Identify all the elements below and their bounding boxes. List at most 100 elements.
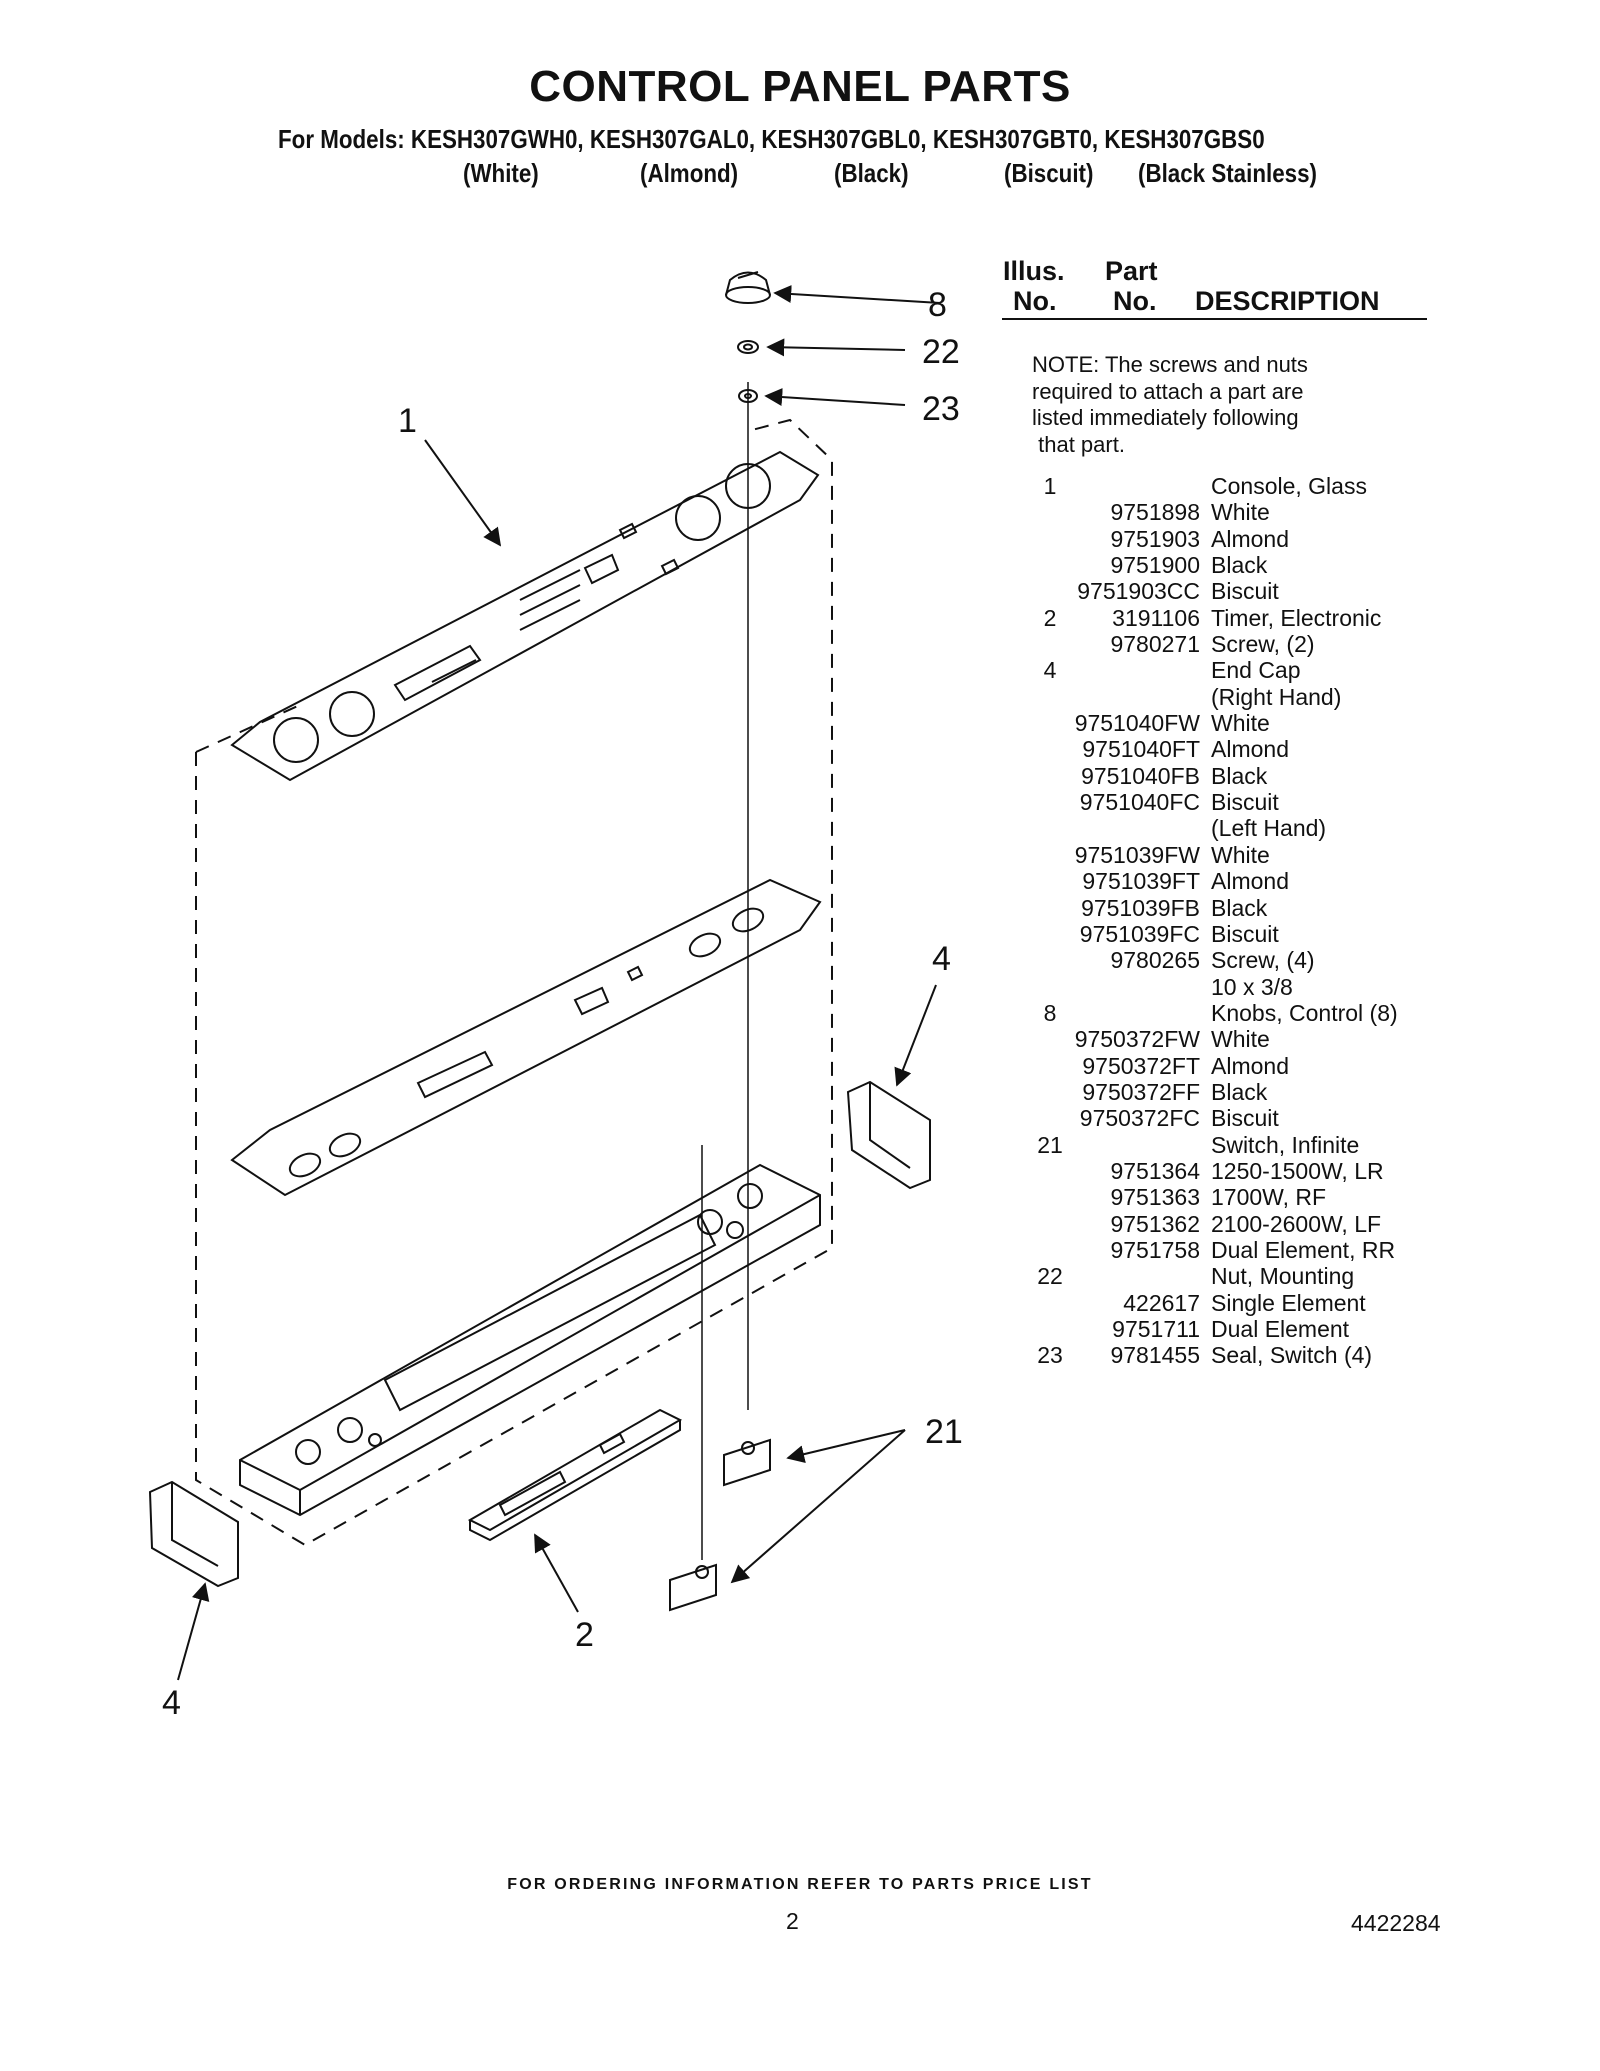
part-number: 9780271 [1110,631,1200,658]
color-black-stainless: (Black Stainless) [1138,158,1317,188]
infinite-switch-part [669,1438,771,1612]
part-description: End Cap [1211,657,1301,684]
part-number: 422617 [1123,1289,1200,1316]
part-number: 9751040FT [1082,736,1200,763]
illus-number: 1 [1043,473,1057,499]
part-row: 9750372FC Biscuit [0,1105,1600,1131]
part-description: White [1211,841,1270,868]
knob-part [725,271,771,304]
header-rule [1002,318,1427,320]
part-row: 9751039FT Almond [0,868,1600,894]
part-description: Dual Element [1211,1316,1350,1342]
part-description: Biscuit [1211,789,1279,816]
part-number: 9781455 [1110,1342,1200,1369]
note-text: NOTE: The screws and nuts required to at… [1032,352,1308,457]
part-row: 4 End Cap [0,657,1600,683]
part-description: Single Element [1211,1289,1366,1316]
document-number: 4422284 [1351,1910,1441,1936]
part-description: Timer, Electronic [1211,604,1382,631]
part-description: Almond [1211,1052,1289,1079]
callout-2: 2 [575,1616,594,1654]
part-number: 9751711 [1112,1316,1200,1342]
part-number: 9751758 [1110,1236,1200,1263]
part-row: 9751040FT Almond [0,736,1600,762]
part-number: 3191106 [1112,604,1200,631]
color-biscuit: (Biscuit) [1004,158,1094,188]
callout-4-right: 4 [932,940,951,978]
part-number: 9750372FC [1079,1105,1200,1132]
part-description: Screw, (2) [1211,631,1315,658]
part-number: 9751040FB [1081,762,1200,789]
part-description: Almond [1211,736,1289,763]
part-description: White [1211,499,1270,526]
part-description: White [1211,1026,1270,1053]
illus-number: 4 [1043,657,1057,684]
part-row: 9780265 Screw, (4) [0,947,1600,973]
ordering-info: FOR ORDERING INFORMATION REFER TO PARTS … [507,1876,1093,1893]
part-number: 9751039FC [1079,920,1200,947]
part-row: 21 Switch, Infinite [0,1132,1600,1158]
part-description: (Left Hand) [1211,815,1327,842]
part-description: Almond [1211,525,1289,552]
part-description: 2100-2600W, LF [1211,1210,1382,1237]
seal-part [738,389,758,403]
part-row: 9751711 Dual Element [0,1316,1600,1342]
nut-part [737,340,759,354]
callout-8: 8 [928,286,947,324]
part-row: 10 x 3/8 [0,974,1600,1000]
part-number: 9751040FW [1074,710,1200,737]
part-number: 9751903CC [1077,578,1200,605]
part-description: Biscuit [1211,1105,1279,1132]
part-number: 9751363 [1110,1184,1200,1211]
page-title: CONTROL PANEL PARTS [529,62,1071,111]
timer-part [467,1408,683,1542]
color-black: (Black) [834,158,909,188]
part-description: Console, Glass [1211,473,1367,499]
illus-number: 8 [1043,999,1057,1026]
part-number: 9751039FB [1081,894,1200,921]
part-number: 9750372FW [1074,1026,1200,1053]
page-number: 2 [786,1908,799,1934]
end-cap-left-part [148,1480,239,1588]
part-description: Switch, Infinite [1211,1131,1360,1158]
models-line: For Models: KESH307GWH0, KESH307GAL0, KE… [278,124,1265,154]
part-description: 1250-1500W, LR [1211,1157,1384,1184]
callout-1: 1 [398,402,417,440]
part-number: 9751898 [1110,499,1200,526]
part-description: Almond [1211,868,1289,895]
console-glass-part [230,450,820,782]
control-panel-part [239,1163,821,1517]
illus-number: 21 [1037,1131,1063,1158]
part-description: Black [1211,552,1268,579]
part-row: (Right Hand) [0,684,1600,710]
part-description: Screw, (4) [1211,947,1315,974]
part-description: 10 x 3/8 [1211,973,1293,1000]
part-number: 9780265 [1110,947,1200,974]
part-row: 9750372FW White [0,1026,1600,1052]
part-number: 9750372FF [1082,1078,1200,1105]
col-part-line2: No. [1113,286,1157,316]
part-description: Nut, Mounting [1211,1263,1355,1290]
part-row: 422617 Single Element [0,1290,1600,1316]
part-number: 9751039FT [1082,868,1200,895]
part-description: Black [1211,762,1268,789]
color-almond: (Almond) [640,158,739,188]
part-row: 1 Console, Glass [0,473,1600,499]
callout-22: 22 [922,333,960,371]
part-row: 9751040FB Black [0,763,1600,789]
